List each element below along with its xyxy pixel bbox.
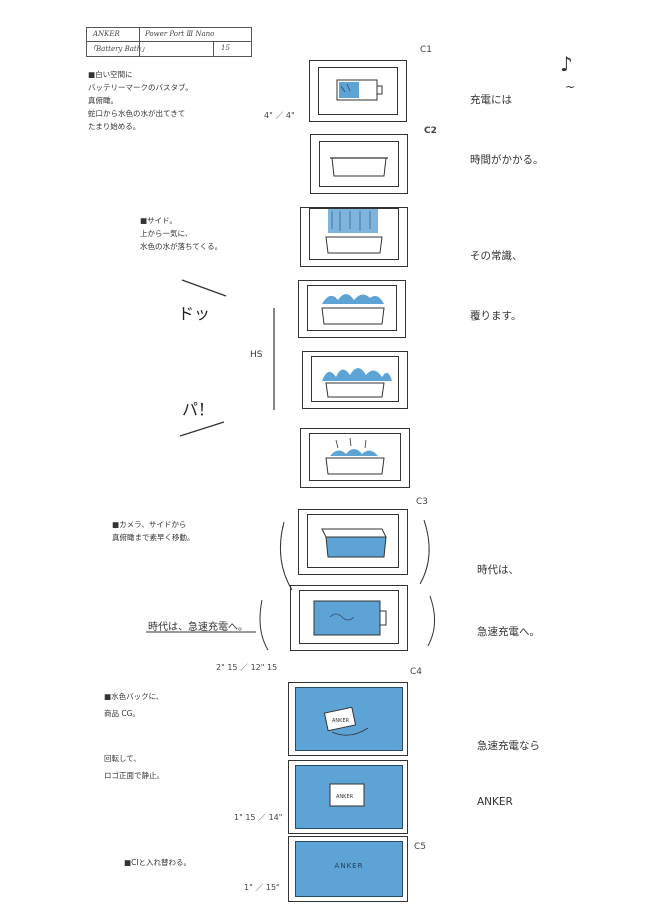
product-logo-text: ANKER — [332, 718, 350, 724]
narration-line: 時代は、 — [477, 564, 519, 576]
narration-line: 時間がかかる。 — [470, 154, 544, 166]
header-brand: ANKER — [93, 30, 120, 38]
splash-sketch-2 — [322, 368, 392, 398]
frame-image: ANKER — [295, 841, 403, 897]
storyboard-frame — [302, 351, 408, 409]
note-line: ■白い空間に — [88, 70, 133, 79]
note-line: たまり始める。 — [88, 122, 141, 131]
ci-logo: ANKER — [334, 862, 364, 870]
header-title: 「Battery Bath」 — [89, 45, 149, 53]
cut-label: C2 — [424, 126, 437, 136]
splash-sketch — [321, 294, 385, 325]
storyboard-frame — [290, 585, 408, 651]
music-note-icon: ♪ — [560, 52, 573, 76]
timing-c4: 1" 15 ／ 14" — [234, 813, 283, 822]
note-line: 蛇口から水色の水が出てきて — [88, 109, 186, 118]
settle-sketch — [325, 437, 385, 475]
narration-line: 充電には — [470, 94, 512, 106]
header-divider — [213, 42, 214, 56]
sfx-dop: ドッ — [178, 304, 211, 323]
narration-line: 急速充電へ。 — [477, 626, 540, 638]
narration-line: 覆ります。 — [470, 310, 522, 322]
cut-label: C4 — [410, 667, 423, 677]
timing-c3: 2" 15 ／ 12" 15 — [216, 663, 278, 672]
frame-image — [318, 67, 398, 115]
narration-line: 急速充電なら — [477, 740, 540, 752]
battery-bathtub-sketch — [336, 79, 383, 101]
header-divider — [139, 28, 140, 56]
note-line: バッテリーマークのバスタブ。 — [88, 83, 193, 92]
music-tilde: ~ — [565, 80, 576, 94]
note-line: ■サイド。 — [140, 216, 177, 225]
product-logo-text: ANKER — [336, 794, 354, 800]
storyboard-frame: ANKER — [288, 682, 408, 756]
frame-image — [319, 141, 399, 187]
c4-notes: ■水色バックに、 商品 CG。 — [104, 690, 163, 720]
storyboard-frame — [300, 207, 408, 267]
c5-note: ■CIと入れ替わる。 — [124, 858, 192, 867]
header-page-mark: 15 — [221, 44, 230, 52]
note-line: ■カメラ、サイドから — [112, 520, 187, 529]
note-line: 真俯瞰。 — [88, 96, 118, 105]
storyboard-frame — [310, 134, 408, 194]
storyboard-header: ANKER Power Port Ⅲ Nano 「Battery Bath」 1… — [86, 27, 252, 57]
frame-image — [307, 285, 397, 331]
storyboard-frame — [298, 280, 406, 338]
narration-line: ANKER — [477, 796, 513, 808]
frame-image — [309, 208, 399, 260]
cut-label: C5 — [414, 842, 427, 852]
tub-perspective-sketch — [321, 528, 387, 558]
frame-image: ANKER — [295, 687, 403, 751]
storyboard-frame: ANKER — [288, 760, 408, 834]
note-line: 真俯瞰まで素早く移動。 — [112, 533, 195, 542]
frame-image — [309, 433, 401, 481]
bathtub-side-sketch — [330, 157, 388, 177]
cut-label: C3 — [416, 497, 429, 507]
note-line: 上から一気に、 — [140, 229, 193, 238]
storyboard-frame — [300, 428, 410, 488]
frame-image — [299, 590, 399, 644]
storyboard-frame: ANKER — [288, 836, 408, 902]
battery-tub-top-sketch — [313, 600, 387, 636]
c4-notes-2: 回転して、 ロゴ正面で静止。 — [104, 752, 164, 782]
storyboard-frame — [309, 60, 407, 122]
note-line: ■水色バックに、 — [104, 692, 164, 701]
product-rotating-sketch: ANKER — [323, 706, 369, 736]
narration-line: その常識、 — [470, 250, 523, 262]
timing-c5: 1" ／ 15" — [244, 883, 280, 892]
note-line: 水色の水が落ちてくる。 — [140, 242, 223, 251]
storyboard-frame — [298, 509, 408, 575]
header-product: Power Port Ⅲ Nano — [145, 30, 215, 38]
hs-label: HS — [250, 350, 263, 360]
cut-label: C1 — [420, 45, 433, 55]
c2-notes: ■サイド。 上から一気に、 水色の水が落ちてくる。 — [140, 214, 222, 253]
header-divider — [87, 41, 251, 42]
c1-notes: ■白い空間に バッテリーマークのバスタブ。 真俯瞰。 蛇口から水色の水が出てきて… — [88, 68, 193, 133]
note-line: 商品 CG。 — [104, 709, 140, 718]
frame-image: ANKER — [295, 765, 403, 829]
note-line: ロゴ正面で静止。 — [104, 771, 164, 780]
falling-water-sketch — [325, 209, 383, 254]
c3-caption: 時代は、急速充電へ。 — [148, 622, 248, 633]
sfx-pa: パ！ — [182, 400, 215, 419]
timing-c1: 4" ／ 4" — [264, 111, 295, 120]
product-front-sketch: ANKER — [329, 783, 365, 807]
frame-image — [311, 356, 399, 402]
c3-notes: ■カメラ、サイドから 真俯瞰まで素早く移動。 — [112, 518, 195, 544]
frame-image — [307, 514, 399, 568]
note-line: 回転して、 — [104, 754, 141, 763]
